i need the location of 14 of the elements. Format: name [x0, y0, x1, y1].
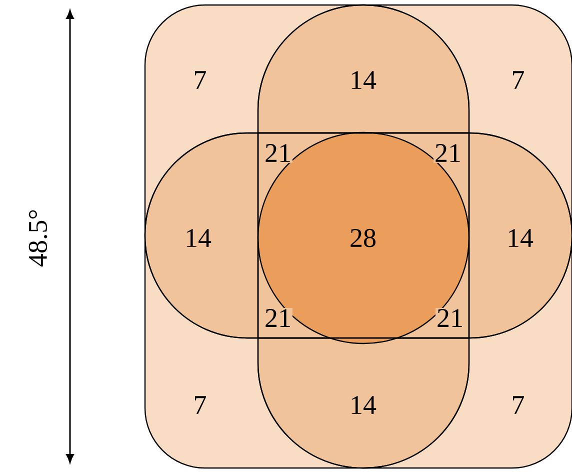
- region-number: 14: [186, 229, 212, 247]
- region-number: 21: [436, 308, 464, 328]
- region-number: 7: [195, 396, 206, 414]
- region-number: 14: [508, 229, 534, 247]
- region-number: 7: [513, 71, 524, 89]
- region-number: 14: [352, 396, 376, 414]
- region-number: 7: [195, 71, 206, 89]
- region-number: 21: [434, 143, 462, 163]
- dimension-label: 48.5°: [28, 210, 48, 266]
- region-number: 14: [352, 71, 376, 89]
- region-number: 21: [264, 143, 292, 163]
- region-number: 7: [513, 396, 524, 414]
- region-number: 28: [350, 228, 376, 248]
- region-number: 21: [264, 308, 292, 328]
